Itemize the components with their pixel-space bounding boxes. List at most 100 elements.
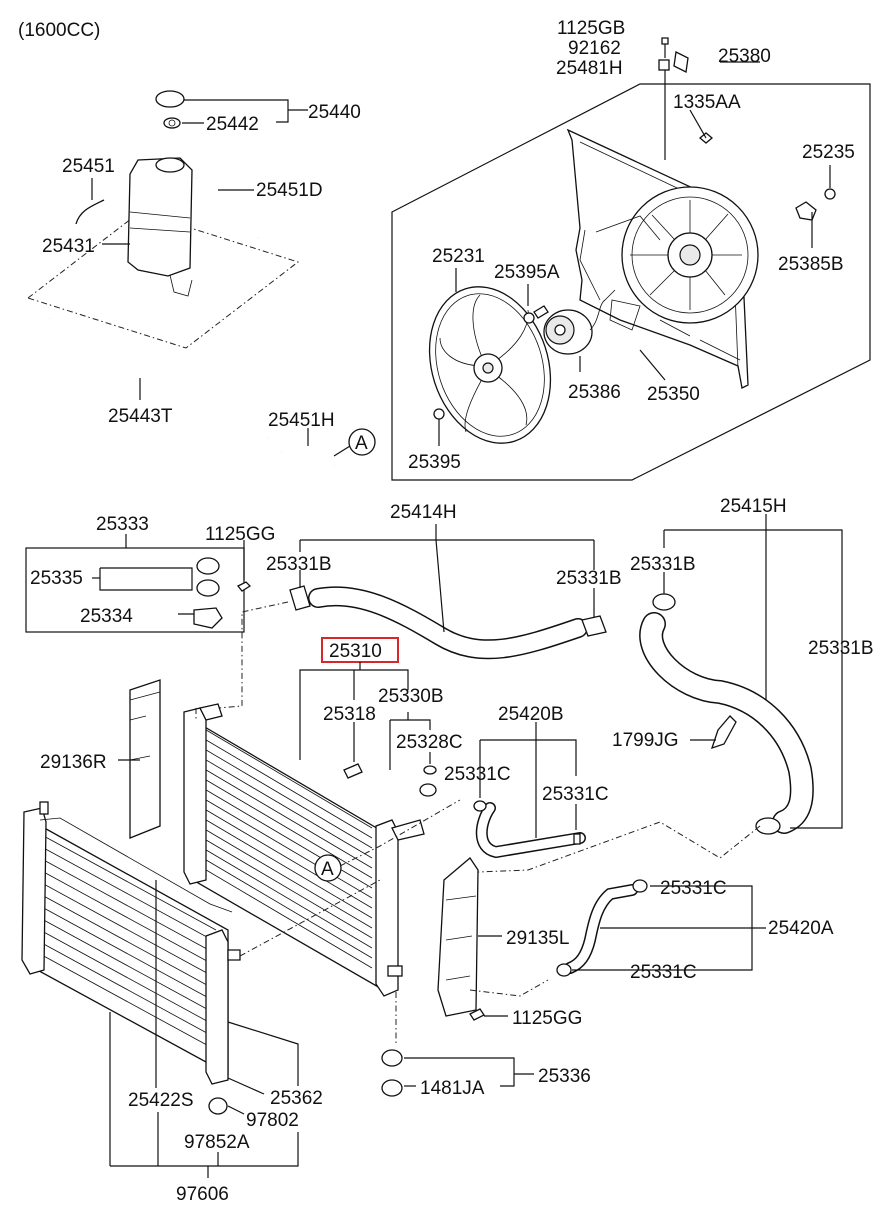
condenser-left-tank: [21, 807, 47, 975]
fan-group-outline: [391, 83, 871, 481]
label-25231: 25231: [432, 246, 485, 267]
label-25334: 25334: [80, 606, 133, 627]
label-25395: 25395: [408, 452, 461, 473]
fan-shroud-group: 1125GB 92162 25481H 25380 1335AA 25235 2…: [391, 18, 871, 481]
clamp-25331C-2: [573, 833, 581, 845]
label-1125GB: 1125GB: [557, 18, 625, 39]
label-25386: 25386: [568, 382, 621, 403]
label-25481H: 25481H: [556, 58, 623, 79]
bolts-fan: [433, 37, 836, 420]
label-25330B: 25330B: [378, 686, 444, 707]
label-25328C: 25328C: [396, 732, 463, 753]
radiator-group: 25310 25330B 25318 25328C A: [183, 637, 463, 997]
label-1481JA: 1481JA: [420, 1078, 485, 1099]
reservoir-outline: [26, 211, 300, 349]
bolt-1125GG-top: [236, 581, 252, 592]
radiator-left-tank: [183, 707, 207, 885]
label-1125GG-bottom: 1125GG: [512, 1008, 582, 1029]
bushing-lower: [196, 579, 220, 597]
label-25385B: 25385B: [778, 254, 844, 275]
radiator-fins: [195, 723, 373, 969]
reservoir-cap: [155, 90, 185, 129]
clamp-25331B-3: [652, 593, 676, 611]
label-25440: 25440: [308, 102, 361, 123]
label-25380: 25380: [718, 46, 771, 67]
label-25451: 25451: [62, 156, 115, 177]
label-25331C-2: 25331C: [542, 784, 609, 805]
hose-25451: [75, 199, 105, 225]
label-25331C-1: 25331C: [444, 764, 511, 785]
label-25331B-2: 25331B: [556, 568, 622, 589]
label-25395A: 25395A: [494, 262, 560, 283]
label-25331B-1: 25331B: [266, 554, 332, 575]
clamp-25331B-1: [289, 585, 311, 611]
cap-97802: [208, 1097, 228, 1115]
bracket-group: 25333 1125GG 25335 25334: [25, 514, 275, 633]
bolt-1125GG-bottom: [469, 1008, 485, 1021]
label-25422S: 25422S: [128, 1090, 194, 1111]
gasket-25328C: [423, 765, 437, 775]
reservoir-group: 25440 25442 25451 25451D 25431 25443T 25…: [26, 90, 376, 473]
label-25362: 25362: [270, 1088, 323, 1109]
bracket-clip: [193, 607, 223, 629]
label-1799JG: 1799JG: [612, 730, 679, 751]
label-25350: 25350: [647, 384, 700, 405]
label-25331C-3: 25331C: [660, 878, 727, 899]
label-25331B-4: 25331B: [808, 638, 874, 659]
fan-blade: [428, 286, 552, 444]
insulator-25336: [381, 1049, 403, 1067]
radiator-right-tank: [375, 819, 399, 997]
label-25443T: 25443T: [108, 406, 173, 427]
lower-hose-group: 25415H 25331B 25331B 1799JG: [477, 496, 874, 873]
label-25335: 25335: [30, 568, 83, 589]
fan-leaders: [438, 61, 831, 446]
fan-shroud-frame: [566, 128, 759, 389]
condenser-fins: [39, 833, 217, 1051]
clamp-25331C-3: [632, 879, 648, 893]
label-29136R: 29136R: [40, 752, 107, 773]
upper-hose-group: 25414H 25331B 25331B: [217, 502, 622, 709]
clamp-25331C-1: [473, 800, 487, 812]
label-25318: 25318: [323, 704, 376, 725]
label-25333: 25333: [96, 514, 149, 535]
label-25414H: 25414H: [390, 502, 457, 523]
radiator-mount-tab: [387, 965, 403, 977]
label-25235: 25235: [802, 142, 855, 163]
reservoir-tank: [127, 157, 193, 297]
svg-text:A: A: [355, 433, 368, 454]
label-97606: 97606: [176, 1184, 229, 1205]
label-25336: 25336: [538, 1066, 591, 1087]
receiver-drier: [205, 929, 229, 1085]
ref-marker-a-mid: A: [314, 854, 342, 882]
label-25331B-3: 25331B: [630, 554, 696, 575]
label-97852A: 97852A: [184, 1132, 250, 1153]
label-25420B: 25420B: [498, 704, 564, 725]
insulator-1481JA: [381, 1079, 403, 1097]
ref-marker-a-top: A: [348, 428, 376, 456]
label-97802: 97802: [246, 1110, 299, 1131]
label-25310: 25310: [329, 641, 382, 662]
radiator-cap: [419, 783, 437, 797]
fan-motor: [543, 289, 616, 355]
drain-plug-25318: [343, 763, 363, 779]
label-1335AA: 1335AA: [673, 92, 741, 113]
air-guard-29135L: 29135L: [437, 857, 569, 1017]
hose-25420A-group: 25331C 25420A 25331C: [556, 878, 834, 983]
clamp-25331C-4: [556, 963, 572, 977]
clamp-25331B-4: [755, 817, 781, 835]
label-29135L: 29135L: [506, 928, 569, 949]
hose-25420B-group: 25420B 25331C 25331C: [444, 704, 609, 859]
label-92162: 92162: [568, 38, 621, 59]
air-guard-29136R: 29136R: [40, 679, 197, 839]
clip-1799JG: [710, 715, 737, 750]
label-25420A: 25420A: [768, 918, 834, 939]
bushing-upper: [196, 557, 220, 575]
label-1125GG-top: 1125GG: [205, 524, 275, 545]
condenser-group: 25422S 25362 97802 97852A 97606: [21, 801, 381, 1205]
label-25431: 25431: [42, 236, 95, 257]
label-25331C-4: 25331C: [630, 962, 697, 983]
label-25451H: 25451H: [268, 410, 335, 431]
reservoir-leaders: [91, 99, 351, 457]
